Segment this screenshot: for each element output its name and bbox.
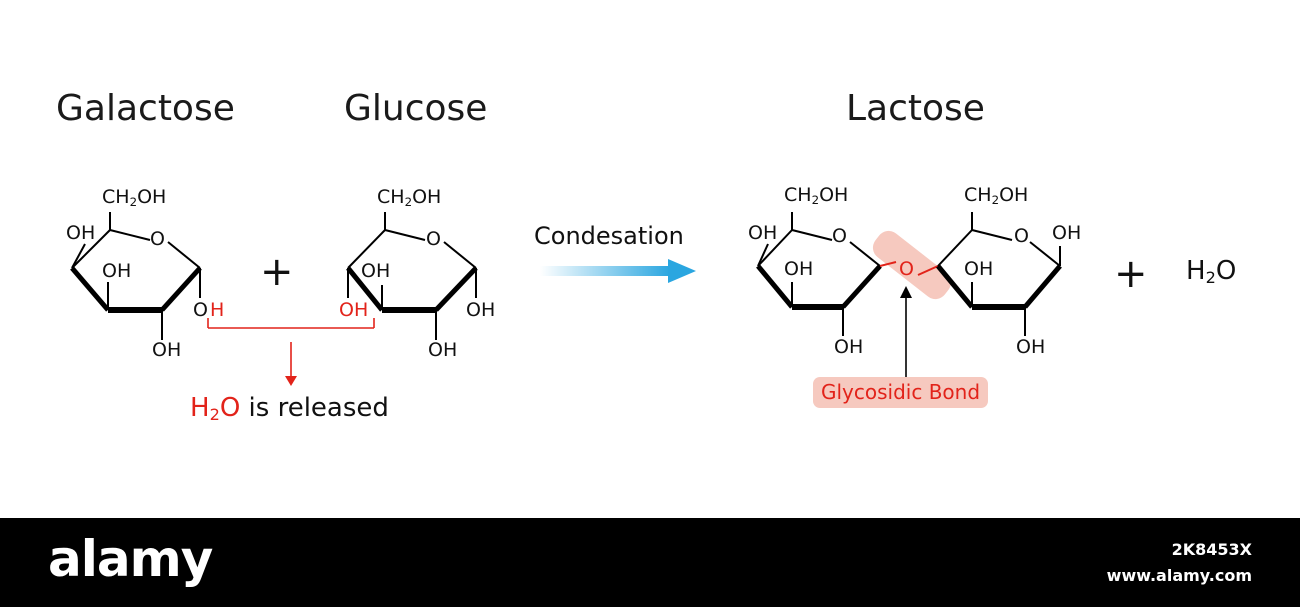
lactose-title: Lactose <box>846 88 985 129</box>
glucose-title: Glucose <box>344 88 488 129</box>
galactose-c4-oh: OH <box>66 222 96 244</box>
glycosidic-oxygen: O <box>899 258 914 280</box>
glucose-ch2oh-label: CH2OH <box>377 186 442 209</box>
released-text: is released <box>248 393 389 423</box>
water-released-label: H2O is released <box>190 395 389 423</box>
watermark-footer: alamy 2K8453X www.alamy.com <box>0 518 1300 607</box>
lactose-left-ring <box>756 212 882 336</box>
glucose-c1-oh: OH <box>466 299 496 321</box>
glucose-c3-oh: OH <box>361 260 391 282</box>
lactose-left-c4-oh: OH <box>748 222 778 244</box>
galactose-ring-oxygen: O <box>150 228 165 250</box>
lactose-right-c1-oh: OH <box>1052 222 1082 244</box>
bond-pointer <box>900 286 912 378</box>
glycosidic-bond-label: Glycosidic Bond <box>813 377 989 408</box>
alamy-logo: alamy <box>48 530 213 588</box>
water-release-arrowhead <box>285 376 297 386</box>
galactose-c3-oh: OH <box>102 260 132 282</box>
galactose-ch2oh-label: CH2OH <box>102 186 167 209</box>
lactose-right-ring-oxygen: O <box>1014 225 1029 247</box>
glucose-released-oh: OH <box>339 299 369 321</box>
lactose-left-ring-oxygen: O <box>832 225 847 247</box>
galactose-c1-o: O <box>193 299 208 321</box>
diagram-stage: Galactose Glucose Lactose <box>56 88 1237 423</box>
glucose-ring <box>346 212 478 340</box>
lactose-right-ring <box>936 212 1062 336</box>
lactose-left-ch2oh-label: CH2OH <box>784 184 849 207</box>
released-water-formula: H2O <box>190 393 241 425</box>
lactose-left-c2-oh: OH <box>834 336 864 358</box>
plus-sign-reactants: + <box>260 249 294 295</box>
glucose-c2-oh: OH <box>428 339 458 361</box>
galactose-released-h: H <box>210 299 225 321</box>
lactose-left-c3-oh: OH <box>784 258 814 280</box>
site-url: www.alamy.com <box>1106 566 1252 585</box>
glycosidic-bond-highlight <box>872 230 952 300</box>
structure-drawing <box>70 212 1062 386</box>
product-water-formula: H2O <box>1186 256 1237 288</box>
lactose-right-c2-oh: OH <box>1016 336 1046 358</box>
glucose-ring-oxygen: O <box>426 228 441 250</box>
image-code: 2K8453X <box>1171 540 1252 559</box>
galactose-ring <box>70 212 202 340</box>
lactose-right-c3-oh: OH <box>964 258 994 280</box>
galactose-title: Galactose <box>56 88 235 129</box>
lactose-right-ch2oh-label: CH2OH <box>964 184 1029 207</box>
galactose-c2-oh: OH <box>152 339 182 361</box>
water-release-bracket <box>207 318 375 378</box>
condensation-arrow <box>540 259 696 283</box>
condensation-label: Condesation <box>534 222 684 250</box>
plus-sign-products: + <box>1114 251 1148 297</box>
glycosidic-link <box>879 261 939 276</box>
